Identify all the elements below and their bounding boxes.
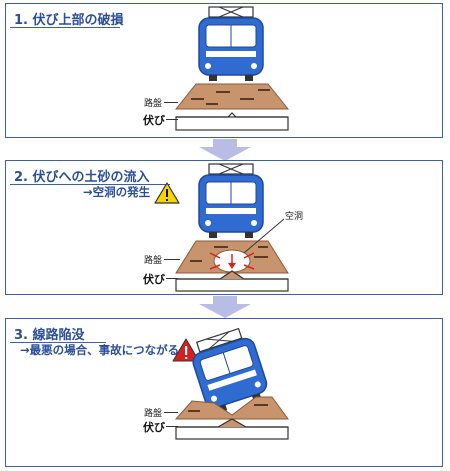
down-arrow-2-icon [199,296,251,318]
roadbed-label: 路盤 [144,409,163,419]
panel-1-title-rule [10,27,120,28]
train-icon [198,163,264,238]
sleeper-shape [175,426,289,440]
roadbed-leader [164,102,178,103]
sleeper-leader [166,426,178,427]
panel-2-title-rule [10,184,170,185]
panel-1: 1. 伏び上部の破損 路盤 伏び [5,3,443,138]
warning-red-icon [172,338,200,362]
panel-2: 2. 伏びへの土砂の流入 →空洞の発生 [5,160,443,295]
panel-3-subtitle: →最悪の場合、事故につながる [20,343,180,357]
roadbed-label: 路盤 [144,99,163,109]
panel-1-illustration [174,6,290,131]
roadbed-shape [174,396,289,420]
panel-2-illustration [154,163,289,292]
train-icon [192,327,268,413]
warning-yellow-icon [154,182,180,204]
roadbed-label: 路盤 [144,256,163,266]
panel-2-title: 2. 伏びへの土砂の流入 [14,170,150,185]
cavity-arrows [209,252,255,270]
sleeper-label: 伏び [143,114,165,127]
sleeper-leader [166,119,178,120]
panel-2-subtitle: →空洞の発生 [83,185,151,199]
roadbed-shape [174,83,290,110]
roadbed-leader [164,259,180,260]
down-arrow-1-icon [199,139,251,161]
cavity-label: 空洞 [285,212,304,222]
sleeper-label: 伏び [143,273,165,286]
panel-3: 3. 線路陥没 →最悪の場合、事故につながる [5,318,443,467]
roadbed-leader [164,412,178,413]
panel-3-title: 3. 線路陥没 [14,328,85,343]
sleeper-shape [175,116,289,131]
sleeper-leader [166,278,178,279]
panel-3-title-rule [10,342,106,343]
train-icon [198,6,264,81]
sleeper-label: 伏び [143,421,165,434]
panel-3-illustration [172,327,289,440]
panel-1-title: 1. 伏び上部の破損 [14,13,124,28]
sleeper-shape [175,278,289,292]
